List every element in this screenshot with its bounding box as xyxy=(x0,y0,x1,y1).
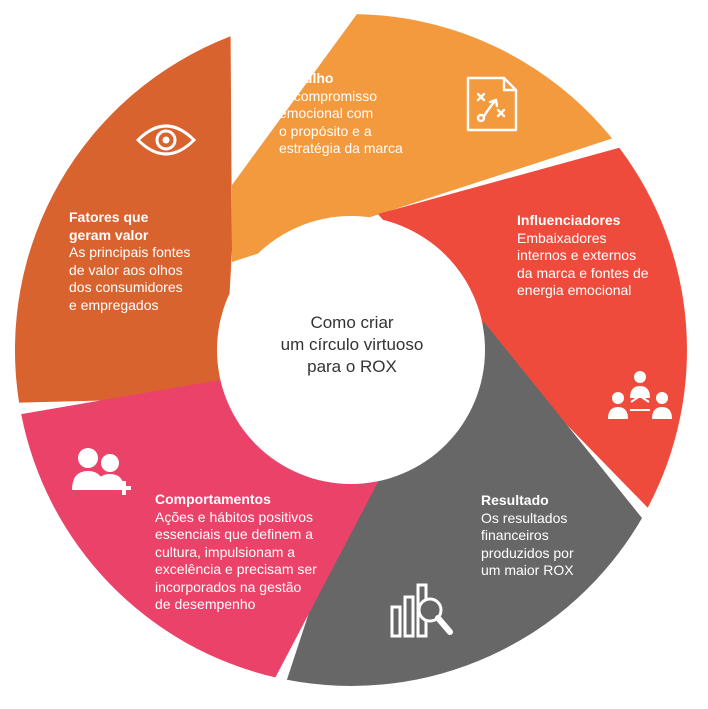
resultado-line-3: produzidos por xyxy=(481,544,574,561)
center-line-2: um círculo virtuoso xyxy=(280,335,424,354)
comportamentos-line-2: essenciais que definem a xyxy=(155,526,313,542)
fatores-line-4: e empregados xyxy=(69,296,159,313)
comportamentos-text: Comportamentos Ações e hábitos positivos… xyxy=(155,491,317,614)
fatores-title-1: Fatores que xyxy=(69,209,149,225)
chart-search-icon xyxy=(390,583,453,638)
comportamentos-title: Comportamentos xyxy=(155,491,271,507)
influenciadores-line-4: energia emocional xyxy=(517,282,632,298)
comportamentos-line-3: cultura, impulsionam a xyxy=(155,543,296,560)
resultado-text: Resultado Os resultados financeiros prod… xyxy=(481,492,574,580)
segment-orgulho xyxy=(232,14,613,262)
influenciadores-line-1: Embaixadores xyxy=(517,229,607,246)
influenciadores-line-2: internos e externos xyxy=(517,247,637,263)
orgulho-line-1: O compromisso xyxy=(279,87,378,104)
resultado-line-2: financeiros xyxy=(481,527,549,543)
resultado-title: Resultado xyxy=(481,492,549,508)
comportamentos-line-5: incorporados na gestão xyxy=(155,578,302,595)
influenciadores-title: Influenciadores xyxy=(517,212,621,228)
fatores-title-2: geram valor xyxy=(69,226,149,243)
network-people-icon xyxy=(608,371,672,419)
strategy-document-icon xyxy=(466,76,518,132)
influenciadores-line-3: da marca e fontes de xyxy=(517,264,649,281)
add-people-icon xyxy=(72,448,131,495)
center-label: Como criar um círculo virtuoso para o RO… xyxy=(252,312,452,378)
center-line-1: Como criar xyxy=(310,313,394,332)
resultado-line-1: Os resultados xyxy=(481,509,568,526)
influenciadores-text: Influenciadores Embaixadores internos e … xyxy=(517,212,649,300)
orgulho-line-2: emocional com xyxy=(279,105,374,121)
orgulho-title: Orgulho xyxy=(279,70,334,86)
orgulho-text: Orgulho O compromisso emocional com o pr… xyxy=(279,70,403,158)
segment-resultado xyxy=(286,322,642,686)
comportamentos-line-1: Ações e hábitos positivos xyxy=(155,508,313,525)
orgulho-line-3: o propósito e a xyxy=(279,122,372,139)
fatores-line-2: de valor aos olhos xyxy=(69,261,183,278)
resultado-line-4: um maior ROX xyxy=(481,562,574,578)
center-line-3: para o ROX xyxy=(307,357,397,376)
fatores-text: Fatores que geram valor As principais fo… xyxy=(69,209,190,314)
comportamentos-line-4: excelência e precisam ser xyxy=(155,561,317,577)
fatores-line-3: dos consumidores xyxy=(69,279,183,295)
comportamentos-line-6: de desempenho xyxy=(155,596,256,612)
fatores-line-1: As principais fontes xyxy=(69,244,191,260)
eye-icon xyxy=(135,124,197,156)
center-circle xyxy=(217,216,485,484)
orgulho-line-4: estratégia da marca xyxy=(279,140,403,156)
